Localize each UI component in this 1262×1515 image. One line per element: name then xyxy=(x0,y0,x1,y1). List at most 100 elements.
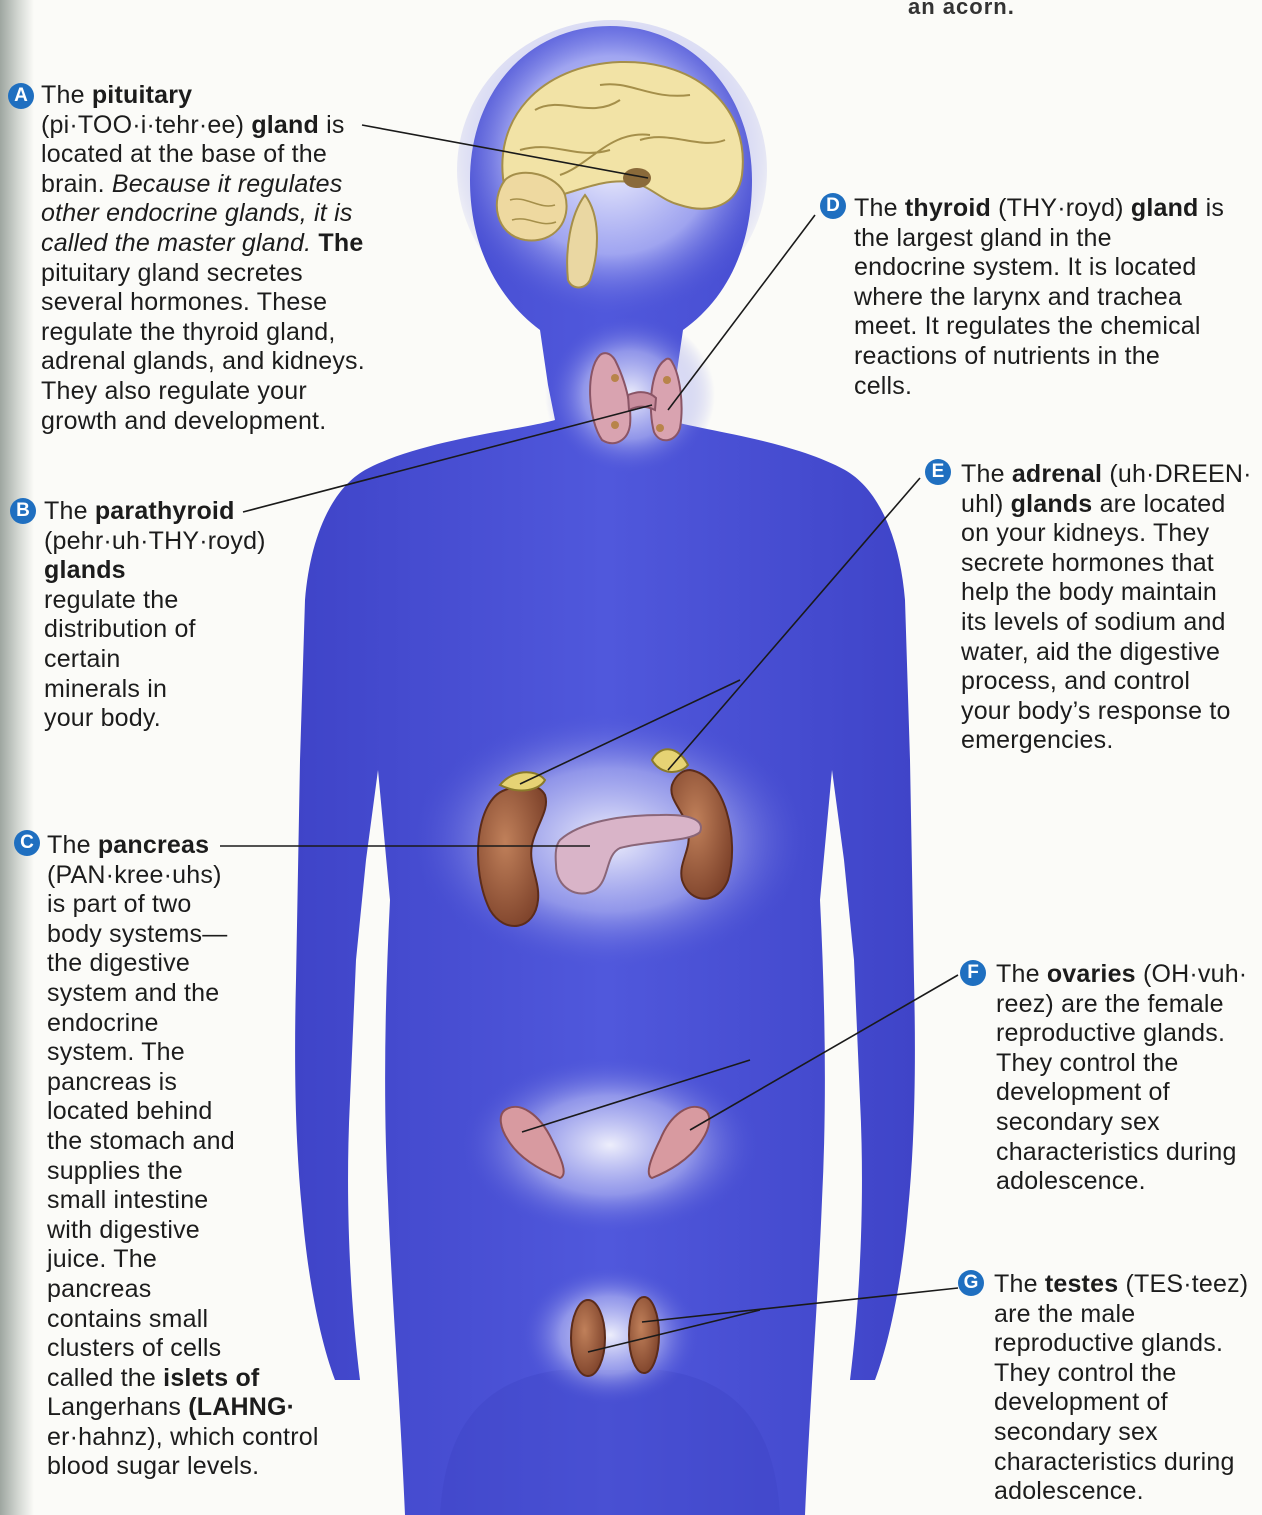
callout-text: endocrine system. It is located xyxy=(854,253,1196,281)
callout-line: supplies the xyxy=(47,1157,347,1187)
callout-text: contains small xyxy=(47,1305,208,1333)
callout-text: (PAN·kree·uhs) xyxy=(47,861,222,889)
callout-text: reactions of nutrients in the xyxy=(854,342,1160,370)
callout-line: on your kidneys. They xyxy=(961,519,1261,549)
callout-line: The pituitary xyxy=(41,81,401,111)
callout-line: The parathyroid xyxy=(44,497,264,527)
callout-line: meet. It regulates the chemical xyxy=(854,312,1259,342)
callout-line: adrenal glands, and kidneys. xyxy=(41,347,401,377)
callout-line: secrete hormones that xyxy=(961,549,1261,579)
callout-line: the largest gland in the xyxy=(854,224,1259,254)
callout-text: located behind xyxy=(47,1097,212,1125)
callout-line: small intestine xyxy=(47,1186,347,1216)
callout-line: are the male xyxy=(994,1300,1260,1330)
parathyroid-gland xyxy=(611,421,619,429)
callout-text: endocrine xyxy=(47,1009,159,1037)
callout-line: water, aid the digestive xyxy=(961,638,1261,668)
callout-text: clusters of cells xyxy=(47,1334,221,1362)
callout-line: regulate the thyroid gland, xyxy=(41,318,401,348)
callout-line: They control the xyxy=(994,1359,1260,1389)
callout-line: growth and development. xyxy=(41,407,401,437)
callout-text: reproductive glands. xyxy=(996,1019,1225,1047)
callout-text: system and the xyxy=(47,979,219,1007)
callout-line: brain. Because it regulates xyxy=(41,170,401,200)
callout-text: supplies the xyxy=(47,1157,183,1185)
callout-text: the digestive xyxy=(47,949,190,977)
badge-e-icon: E xyxy=(925,459,951,485)
callout-text: brain. xyxy=(41,170,112,198)
callout-text: growth and development. xyxy=(41,407,326,435)
callout-line: system and the xyxy=(47,979,347,1009)
callout-pituitary: The pituitary(pi·TOO·i·tehr·ee) gland is… xyxy=(41,81,401,436)
callout-text: The xyxy=(961,460,1012,488)
callout-line: The adrenal (uh·DREEN· xyxy=(961,460,1261,490)
callout-text: body systems— xyxy=(47,920,227,948)
callout-text: adrenal glands, and kidneys. xyxy=(41,347,365,375)
callout-text: blood sugar levels. xyxy=(47,1452,259,1480)
callout-line: uhl) glands are located xyxy=(961,490,1261,520)
callout-text: pancreas xyxy=(47,1275,151,1303)
callout-text: its levels of sodium and xyxy=(961,608,1226,636)
callout-line: development of xyxy=(994,1388,1260,1418)
badge-d-icon: D xyxy=(820,193,846,219)
callout-line: They control the xyxy=(996,1049,1260,1079)
callout-thyroid: The thyroid (THY·royd) gland isthe large… xyxy=(854,194,1259,401)
callout-line: cells. xyxy=(854,372,1259,402)
callout-line: the stomach and xyxy=(47,1127,347,1157)
callout-line: adolescence. xyxy=(994,1477,1260,1507)
callout-text: (TES·teez) xyxy=(1118,1270,1248,1298)
callout-text: the largest gland in the xyxy=(854,224,1112,252)
callout-pancreas: The pancreas(PAN·kree·uhs)is part of two… xyxy=(47,831,347,1482)
badge-b-icon: B xyxy=(10,498,36,524)
callout-text: secrete hormones that xyxy=(961,549,1214,577)
callout-line: process, and control xyxy=(961,667,1261,697)
callout-text: (pehr·uh·THY·royd) xyxy=(44,527,266,555)
callout-text: water, aid the digestive xyxy=(961,638,1220,666)
callout-line: characteristics during xyxy=(994,1448,1260,1478)
callout-line: pancreas xyxy=(47,1275,347,1305)
callout-text: several hormones. These xyxy=(41,288,327,316)
callout-text: help the body maintain xyxy=(961,578,1217,606)
callout-line: The ovaries (OH·vuh· xyxy=(996,960,1260,990)
callout-text: The xyxy=(854,194,905,222)
callout-text: pituitary xyxy=(92,81,192,109)
callout-text: called the master gland. xyxy=(41,229,311,257)
callout-text: Because it regulates xyxy=(112,170,343,198)
callout-text: (uh·DREEN· xyxy=(1102,460,1251,488)
callout-text: the stomach and xyxy=(47,1127,235,1155)
callout-text: characteristics during xyxy=(994,1448,1235,1476)
callout-text: The xyxy=(47,831,98,859)
callout-line: characteristics during xyxy=(996,1138,1260,1168)
callout-text: your body. xyxy=(44,704,161,732)
badge-a-icon: A xyxy=(8,83,34,109)
badge-g-icon: G xyxy=(958,1270,984,1296)
callout-text: cells. xyxy=(854,372,912,400)
callout-text: meet. It regulates the chemical xyxy=(854,312,1201,340)
callout-text: regulate the xyxy=(44,586,178,614)
callout-text: your body’s response to xyxy=(961,697,1231,725)
callout-text: thyroid xyxy=(905,194,991,222)
callout-text: system. The xyxy=(47,1038,185,1066)
callout-text: pancreas is xyxy=(47,1068,177,1096)
callout-text: pancreas xyxy=(98,831,209,859)
callout-line: They also regulate your xyxy=(41,377,401,407)
badge-c-icon: C xyxy=(14,830,40,856)
callout-line: development of xyxy=(996,1078,1260,1108)
callout-text: pituitary gland secretes xyxy=(41,259,303,287)
callout-text: ovaries xyxy=(1047,960,1136,988)
callout-text: They control the xyxy=(996,1049,1178,1077)
callout-line: located behind xyxy=(47,1097,347,1127)
callout-text: islets of xyxy=(163,1364,259,1392)
callout-ovaries: The ovaries (OH·vuh·reez) are the female… xyxy=(996,960,1260,1197)
callout-text: glands xyxy=(44,556,126,584)
callout-line: Langerhans (LAHNG· xyxy=(47,1393,347,1423)
top-note: an acorn. xyxy=(908,0,1015,20)
callout-line: your body’s response to xyxy=(961,697,1261,727)
callout-line: (pehr·uh·THY·royd) xyxy=(44,527,264,557)
callout-line: reez) are the female xyxy=(996,990,1260,1020)
callout-text: The xyxy=(44,497,95,525)
callout-line: contains small xyxy=(47,1305,347,1335)
callout-line: endocrine system. It is located xyxy=(854,253,1259,283)
